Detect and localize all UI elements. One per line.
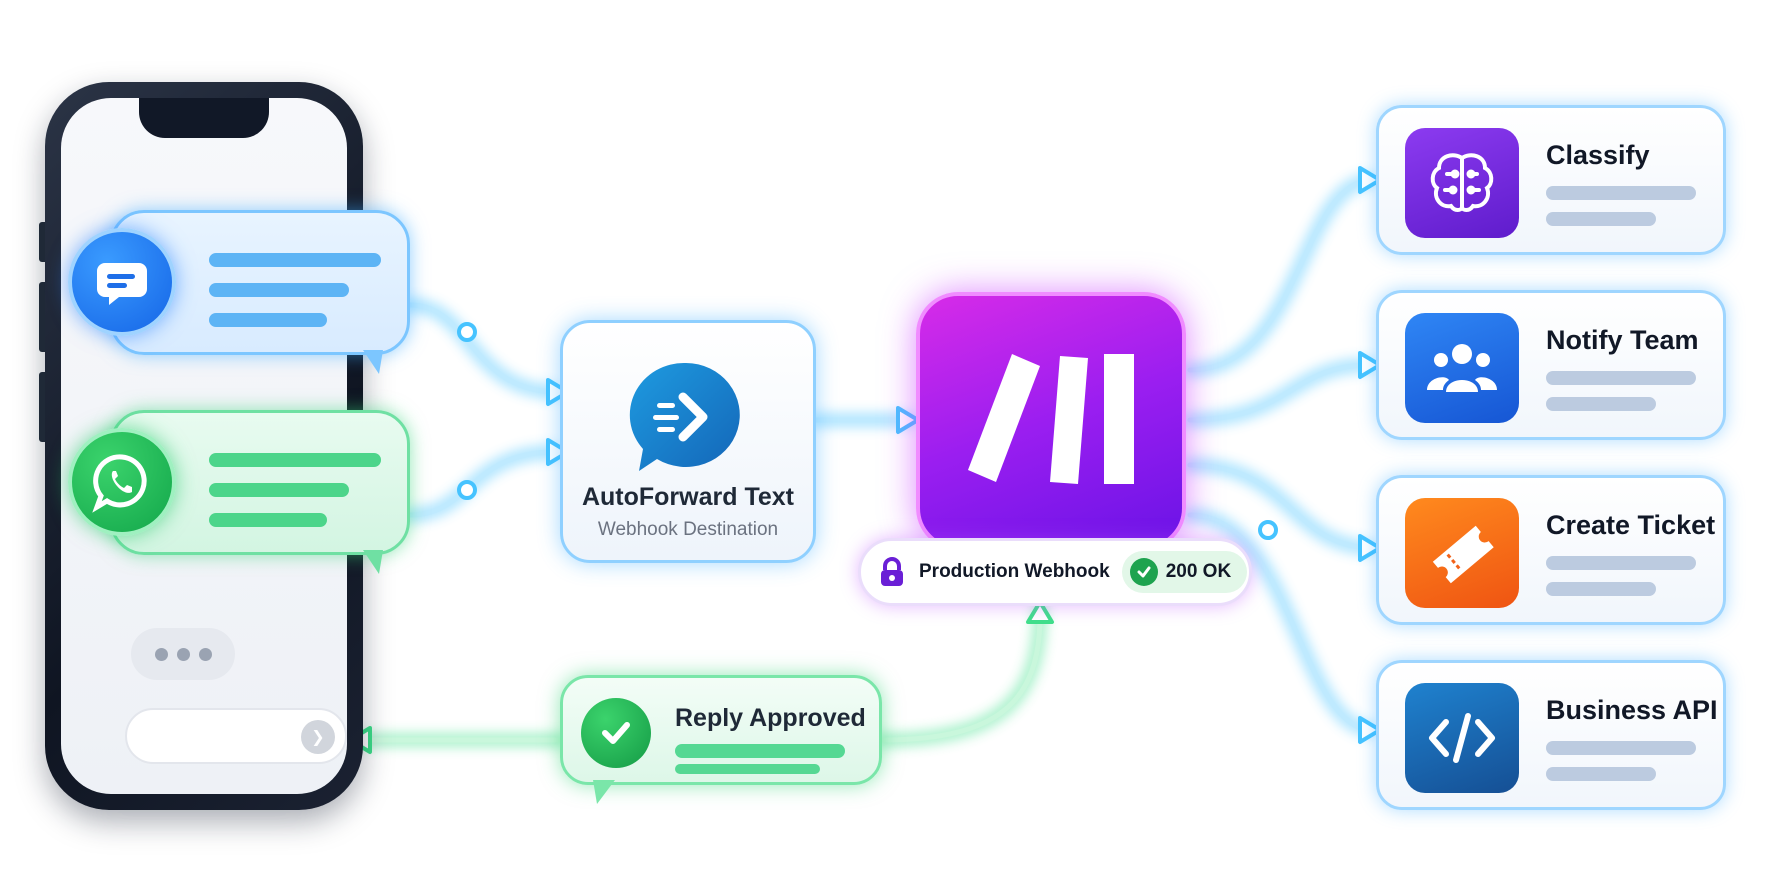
wire-node: [1258, 520, 1278, 540]
destination-title: Create Ticket: [1546, 510, 1716, 540]
chat-message-icon: [68, 228, 176, 336]
wire-webhook-to-reply: [879, 613, 1043, 743]
team-icon: [1405, 313, 1519, 423]
destination-title: Classify: [1546, 140, 1650, 170]
arrow-head: [1358, 534, 1382, 562]
wire-node: [457, 480, 477, 500]
send-button[interactable]: ❯: [301, 720, 335, 754]
phone-side-button: [39, 372, 45, 442]
wire-to-api: [1187, 512, 1373, 733]
destination-card-notify-team[interactable]: Notify Team: [1376, 290, 1726, 440]
message-input[interactable]: ❯: [125, 708, 347, 764]
destination-card-classify[interactable]: Classify: [1376, 105, 1726, 255]
destination-card-business-api[interactable]: Business API: [1376, 660, 1726, 810]
status-badge: 200 OK: [1121, 551, 1248, 593]
arrow-head: [546, 378, 570, 406]
phone-notch: [139, 98, 269, 138]
arrow-head: [1358, 716, 1382, 744]
whatsapp-icon: [68, 428, 176, 536]
wire-messages-to-autoforward: [407, 302, 558, 395]
destination-title: Business API: [1546, 695, 1718, 725]
wire-to-ticket: [1187, 462, 1373, 551]
status-text: 200 OK: [1165, 561, 1232, 582]
wire-to-classify: [1187, 177, 1373, 373]
wire-to-notify: [1187, 362, 1373, 423]
autoforward-card[interactable]: AutoForward Text Webhook Destination: [560, 320, 816, 563]
check-icon: [1129, 558, 1158, 586]
make-scenario-box[interactable]: [916, 292, 1186, 550]
phone-side-button: [39, 222, 45, 262]
autoforward-subtitle: Webhook Destination: [597, 519, 779, 540]
lock-icon: [881, 557, 903, 586]
brain-icon: [1405, 128, 1519, 238]
make-logo-icon: [968, 354, 1134, 484]
reply-approved-card[interactable]: Reply Approved: [560, 675, 882, 804]
arrow-head: [546, 438, 570, 466]
arrow-head: [1026, 600, 1054, 624]
destination-title: Notify Team: [1546, 325, 1699, 355]
arrow-head: [1358, 351, 1382, 379]
code-icon: [1405, 683, 1519, 793]
production-webhook-pill[interactable]: Production Webhook 200 OK: [858, 538, 1252, 606]
check-circle-icon: [581, 698, 651, 768]
phone-side-button: [39, 282, 45, 352]
typing-indicator: [131, 628, 235, 680]
autoforward-title: AutoForward Text: [581, 483, 795, 511]
webhook-label: Production Webhook: [919, 561, 1110, 582]
destination-card-create-ticket[interactable]: Create Ticket: [1376, 475, 1726, 625]
reply-title: Reply Approved: [675, 704, 866, 732]
autoforward-icon: [629, 362, 740, 471]
arrow-head: [896, 406, 920, 434]
arrow-head: [1358, 166, 1382, 194]
ticket-icon: [1405, 498, 1519, 608]
wire-node: [457, 322, 477, 342]
